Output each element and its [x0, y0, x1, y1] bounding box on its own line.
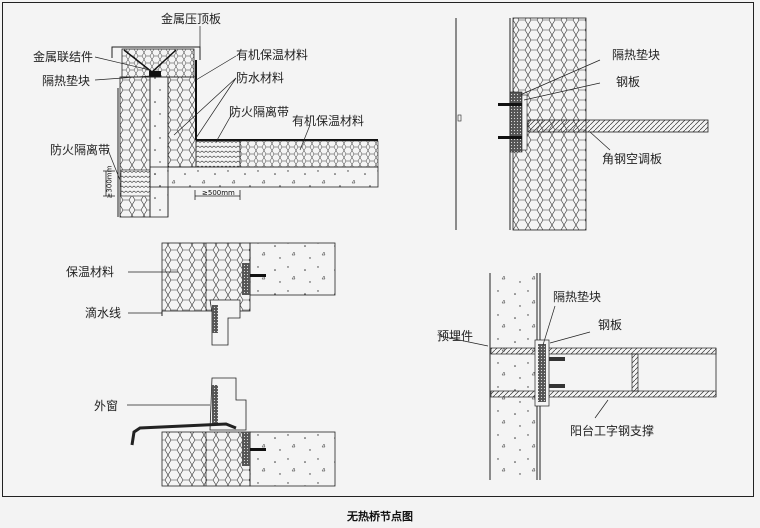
label-balcony-i-beam: 阳台工字钢支撑 — [570, 424, 655, 438]
label-angle-steel-ac-board: 角钢空调板 — [602, 152, 663, 166]
parapet-detail — [94, 26, 379, 218]
label-balcony-steel-plate: 钢板 — [598, 318, 623, 332]
figure-caption: 无热桥节点图 — [347, 510, 413, 523]
label-balcony-insulation-block: 隔热垫块 — [553, 290, 602, 304]
window-sill-detail — [127, 377, 336, 487]
dimension-wall-band: ≥300mm — [105, 165, 114, 199]
label-metal-connector: 金属联结件 — [33, 50, 94, 64]
label-drip-line: 滴水线 — [85, 306, 122, 320]
label-insulation-block: 隔热垫块 — [42, 74, 91, 88]
label-organic-insulation-2: 有机保温材料 — [292, 114, 365, 128]
label-window-insulation: 保温材料 — [66, 265, 115, 279]
label-ac-steel-plate: 钢板 — [616, 75, 641, 89]
label-fire-barrier-wall: 防火隔离带 — [50, 143, 111, 157]
label-fire-barrier-roof: 防火隔离带 — [229, 105, 290, 119]
label-metal-coping: 金属压顶板 — [161, 12, 222, 26]
label-ac-insulation-block: 隔热垫块 — [612, 48, 661, 62]
label-embedded-part: 预埋件 — [437, 329, 474, 343]
window-head-detail — [128, 242, 336, 346]
dimension-roof-band: ≥500mm — [202, 189, 235, 197]
balcony-detail — [439, 273, 717, 480]
label-organic-insulation-1: 有机保温材料 — [236, 48, 309, 62]
label-outer-window: 外窗 — [94, 399, 119, 413]
label-waterproof: 防水材料 — [236, 71, 285, 85]
ac-bracket-detail — [455, 17, 709, 231]
